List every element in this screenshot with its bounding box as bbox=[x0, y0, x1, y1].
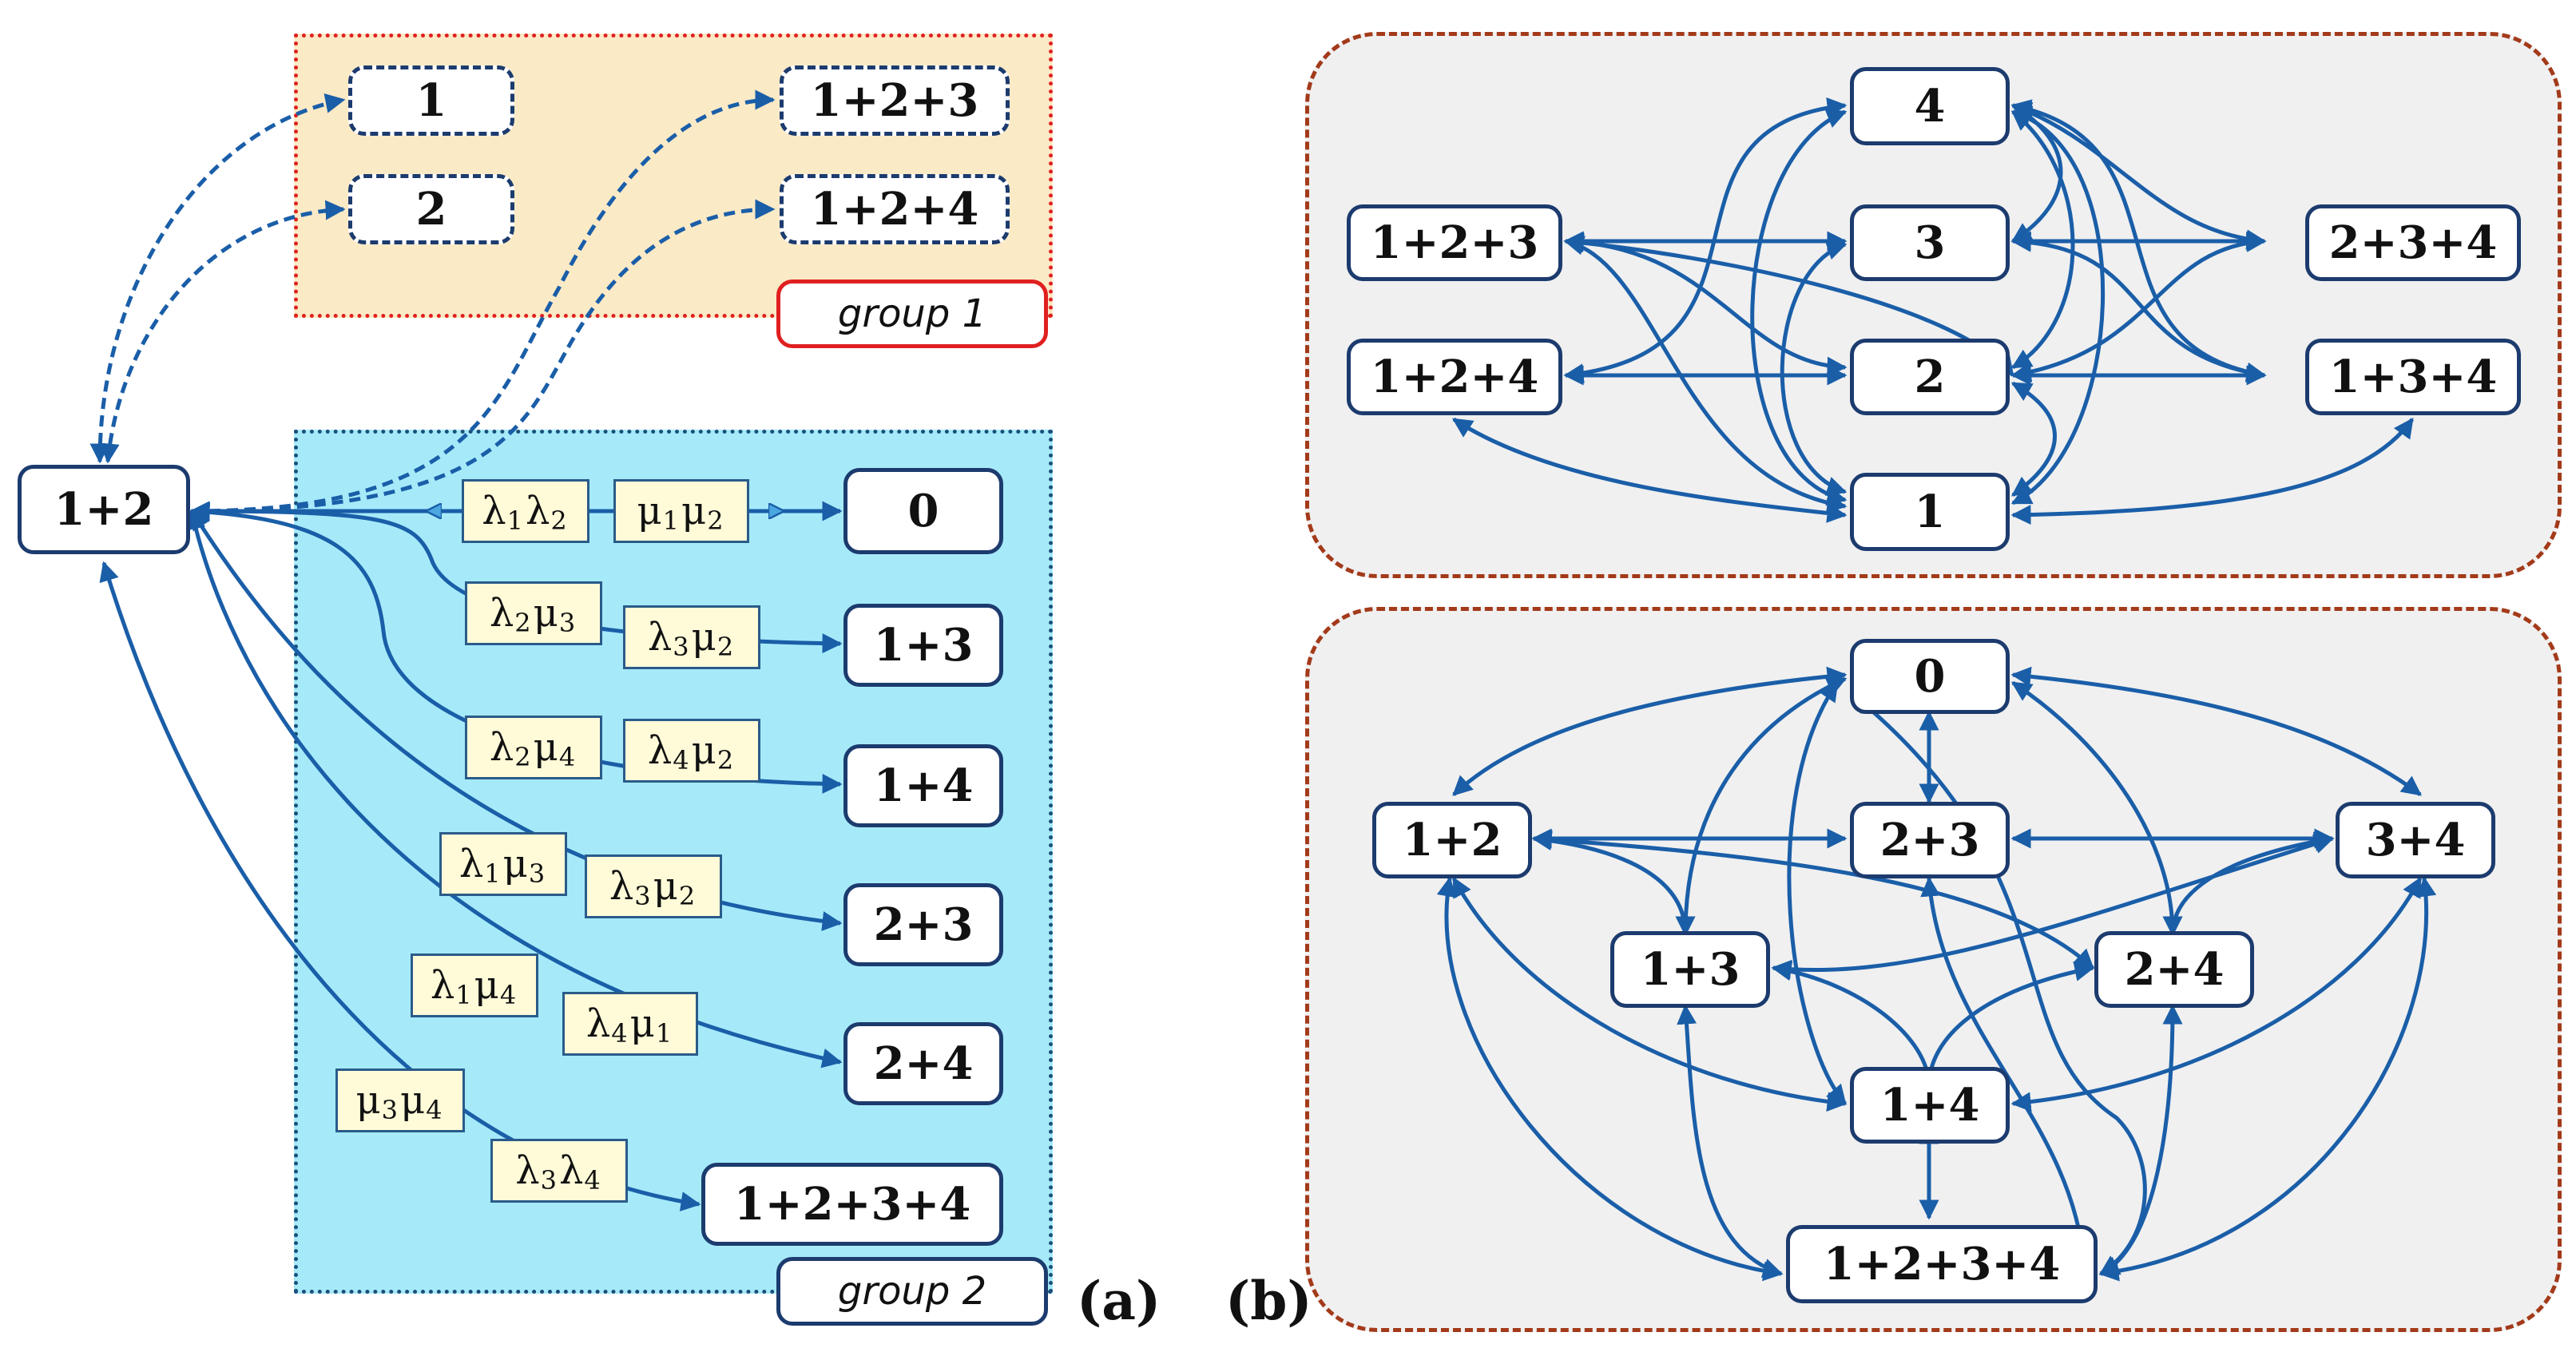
state-node: 4 bbox=[1850, 67, 2010, 145]
group-2-label: group 2 bbox=[776, 1257, 1048, 1326]
source-state-node: 1+2 bbox=[18, 465, 190, 554]
edge-bt-124-1 bbox=[1451, 417, 1848, 523]
edge-bt-2-4 bbox=[2010, 110, 2075, 370]
state-node: 1 bbox=[348, 65, 514, 136]
state-node: 1+2+4 bbox=[780, 174, 1010, 244]
state-node: 0 bbox=[1850, 639, 2010, 714]
edge-bt-1-134 bbox=[2010, 417, 2415, 525]
state-node: 1+3 bbox=[1610, 931, 1770, 1008]
state-node: 2+4 bbox=[2094, 931, 2254, 1008]
state-node: 2+3 bbox=[843, 883, 1003, 966]
state-node: 1+2+3 bbox=[1347, 204, 1562, 281]
state-node: 2+3 bbox=[1850, 802, 2010, 878]
edge-bb-34-1234 bbox=[2098, 876, 2437, 1282]
state-node: 2 bbox=[348, 174, 514, 244]
state-node: 1+4 bbox=[1850, 1067, 2010, 1144]
state-node: 1+4 bbox=[843, 744, 1003, 827]
state-node: 1+2+3 bbox=[780, 65, 1010, 136]
panel-b-label: (b) bbox=[1225, 1270, 1312, 1332]
state-node: 2 bbox=[1850, 339, 2010, 415]
state-node: 3 bbox=[1850, 204, 2010, 281]
edge-bt-134-4 bbox=[2010, 99, 2267, 383]
state-node: 2+4 bbox=[843, 1022, 1003, 1105]
state-node: 0 bbox=[843, 468, 1003, 554]
group-1-label: group 1 bbox=[776, 280, 1048, 348]
state-node: 1+3 bbox=[843, 604, 1003, 687]
state-node: 2+3+4 bbox=[2305, 204, 2521, 281]
state-node: 3+4 bbox=[2336, 802, 2495, 878]
edge-bb-13-1234 bbox=[1677, 1004, 1784, 1279]
edge-a-12-124 bbox=[189, 199, 776, 521]
state-node: 1+2+4 bbox=[1347, 339, 1562, 415]
state-node: 1 bbox=[1850, 473, 2010, 551]
panel-a-label: (a) bbox=[1077, 1270, 1161, 1332]
state-node: 1+2+3+4 bbox=[701, 1163, 1003, 1246]
state-node: 1+3+4 bbox=[2305, 339, 2521, 415]
state-node: 1+2+3+4 bbox=[1786, 1225, 2098, 1303]
state-node: 1+2 bbox=[1372, 802, 1532, 878]
